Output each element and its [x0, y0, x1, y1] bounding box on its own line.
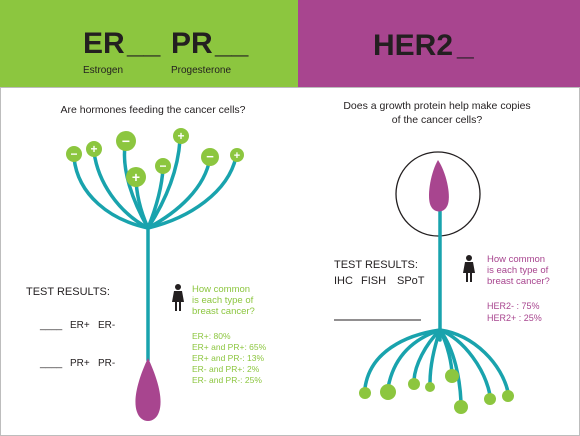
right-header-band	[298, 0, 580, 87]
right-stat-2: HER2+ : 25%	[487, 313, 542, 323]
left-header-band	[0, 0, 298, 87]
receptor-sign-7: −	[206, 149, 214, 164]
receptor-circle-1	[66, 146, 82, 162]
her2-root-branches	[363, 328, 510, 404]
her2-blank: _	[456, 29, 474, 62]
her2-root-3	[412, 328, 442, 382]
left-how-common-line-2: is each type of	[192, 295, 254, 306]
er-blank: __	[126, 27, 161, 60]
test-type-ihc: IHC	[334, 275, 353, 287]
right-how-common: How common is each type of breast cancer…	[487, 254, 550, 287]
pr-caption: Progesterone	[171, 65, 231, 76]
receptor-sign-2: +	[90, 142, 97, 156]
right-stat-1: HER2- : 75%	[487, 301, 540, 311]
receptor-circle-2	[86, 141, 102, 157]
her2-title: HER2	[373, 29, 453, 62]
woman-icon	[463, 255, 475, 282]
er-title: ER	[83, 27, 125, 60]
pr-positive-option: PR+	[70, 358, 90, 369]
left-cell-body	[135, 358, 161, 421]
receptor-signs: − + − + − + − +	[66, 128, 244, 187]
left-how-common: How common is each type of breast cancer…	[192, 284, 255, 317]
her2-root-4	[428, 328, 442, 385]
receptor-circle-3	[116, 131, 136, 151]
her2-root-nodes	[359, 369, 514, 414]
her2-node-1	[359, 387, 371, 399]
right-how-common-line-3: breast cancer?	[487, 276, 550, 287]
her2-root-1	[363, 328, 442, 390]
receptor-branch-7	[146, 156, 212, 230]
her2-root-8	[438, 328, 510, 394]
left-test-results-label: TEST RESULTS:	[26, 286, 110, 298]
her2-node-3	[408, 378, 420, 390]
er-caption: Estrogen	[83, 65, 123, 76]
left-stat-1: ER+: 80%	[192, 331, 231, 341]
right-stats: HER2- : 75% HER2+ : 25%	[487, 301, 542, 323]
receptor-circle-8	[230, 148, 244, 162]
test-type-fish: FISH	[361, 275, 386, 287]
left-how-common-line-3: breast cancer?	[192, 306, 255, 317]
receptor-sign-6: +	[177, 129, 184, 143]
receptor-circle-4	[126, 167, 146, 187]
left-question: Are hormones feeding the cancer cells?	[60, 104, 245, 116]
her2-node-6	[454, 400, 468, 414]
right-how-common-line-2: is each type of	[487, 265, 549, 276]
her2-node-8	[502, 390, 514, 402]
left-stat-5: ER- and PR-: 25%	[192, 375, 262, 385]
receptor-branch-1	[72, 156, 150, 230]
woman-icon	[172, 284, 184, 311]
test-type-spot: SPoT	[397, 275, 425, 287]
left-stat-3: ER+ and PR-: 13%	[192, 353, 264, 363]
left-how-common-line-1: How common	[192, 284, 250, 295]
her2-highlight-circle	[395, 151, 481, 237]
receptor-sign-3: −	[122, 133, 130, 149]
receptor-circle-5	[155, 158, 171, 174]
receptor-branch-8	[146, 155, 238, 230]
her2-root-6	[438, 328, 463, 404]
pr-result-blank: ____	[39, 358, 63, 369]
receptor-sign-8: +	[234, 150, 240, 162]
receptor-sign-1: −	[70, 147, 77, 161]
right-question-line-2: of the cancer cells?	[392, 114, 483, 126]
her2-node-4	[425, 382, 435, 392]
pr-negative-option: PR-	[98, 358, 115, 369]
her2-node-5	[445, 369, 459, 383]
her2-node-2	[380, 384, 396, 400]
receptor-circle-6	[173, 128, 189, 144]
right-test-results-label: TEST RESULTS:	[334, 259, 418, 271]
receptor-branch-2	[92, 150, 150, 230]
her2-protein	[428, 160, 449, 212]
er-negative-option: ER-	[98, 320, 115, 331]
left-stats: ER+: 80% ER+ and PR+: 65% ER+ and PR-: 1…	[192, 331, 267, 385]
pr-blank: __	[214, 27, 249, 60]
right-how-common-line-1: How common	[487, 254, 545, 265]
left-stat-4: ER- and PR+: 2%	[192, 364, 260, 374]
her2-node-7	[484, 393, 496, 405]
right-question-line-1: Does a growth protein help make copies	[343, 100, 530, 112]
receptor-sign-4: +	[132, 169, 140, 185]
pr-title: PR	[171, 27, 213, 60]
hormone-receptor-cell	[72, 138, 238, 362]
er-result-blank: ____	[39, 320, 63, 331]
her2-root-2	[386, 328, 442, 390]
er-positive-option: ER+	[70, 320, 90, 331]
her2-root-7	[438, 328, 492, 397]
receptor-circle-7	[201, 148, 219, 166]
receptor-sign-5: −	[159, 159, 166, 173]
receptor-branch-6	[146, 138, 182, 230]
left-stat-2: ER+ and PR+: 65%	[192, 342, 267, 352]
